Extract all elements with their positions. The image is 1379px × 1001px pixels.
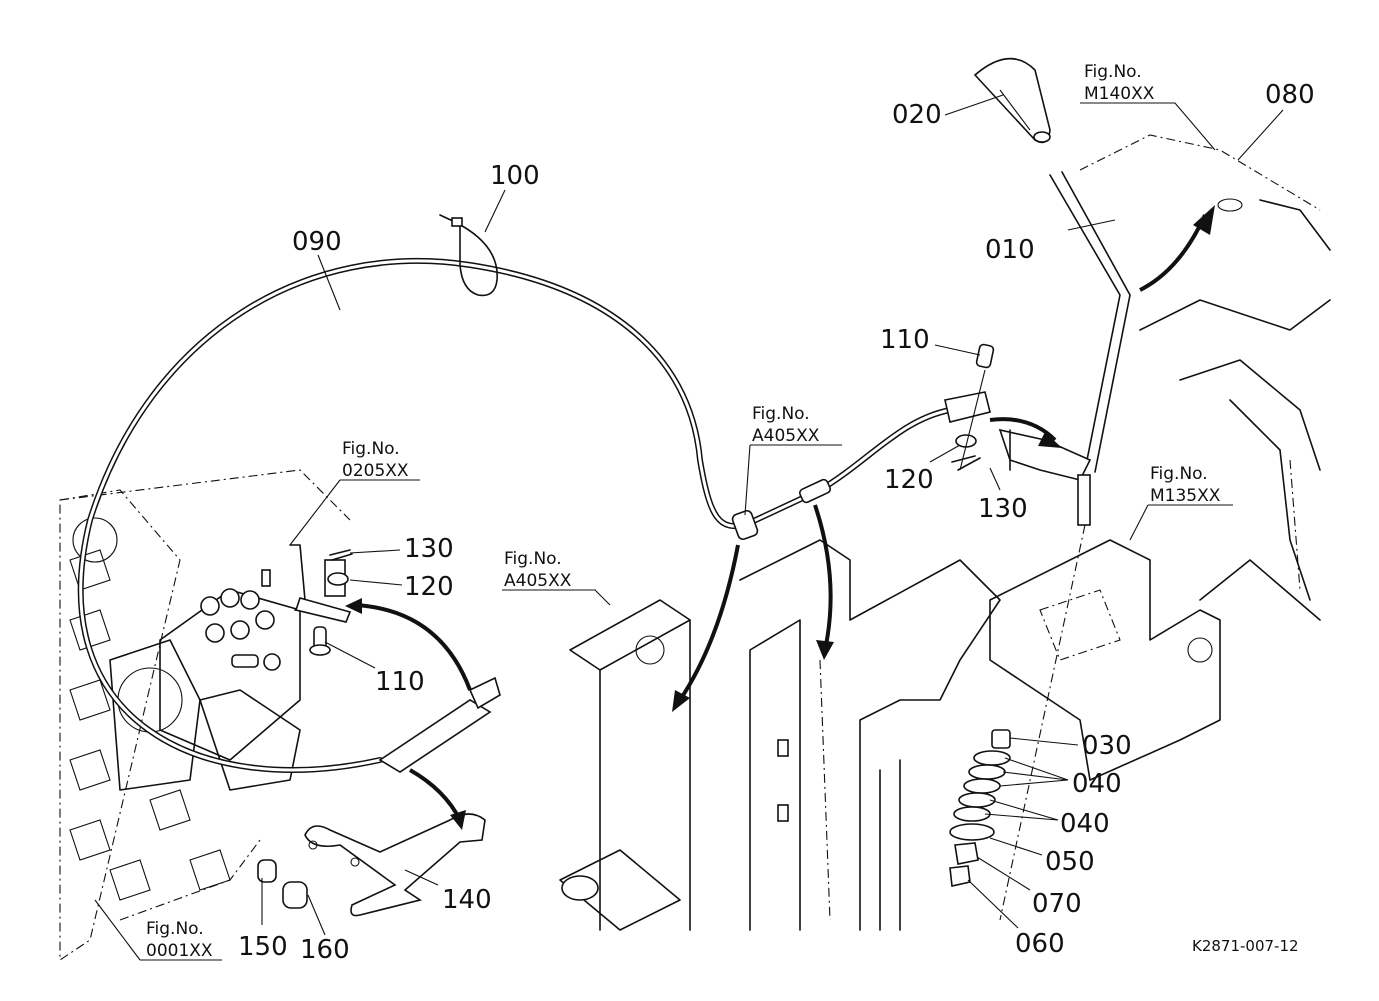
washer-stack <box>949 729 1011 887</box>
fig-ref-a405-cable[interactable]: Fig.No. A405XX <box>752 404 820 446</box>
frame-center-outline <box>739 539 1001 931</box>
callout-labels: 010 020 030 040 040 050 060 070 080 090 … <box>238 80 1315 965</box>
upper-clevis-hardware <box>951 343 995 471</box>
fig-ref-m135-prefix: Fig.No. <box>1150 464 1208 484</box>
callout-030[interactable]: 030 <box>1082 731 1132 761</box>
callout-060[interactable]: 060 <box>1015 929 1065 959</box>
fig-ref-0001[interactable]: Fig.No. 0001XX <box>146 919 213 961</box>
callout-070[interactable]: 070 <box>1032 889 1082 919</box>
fig-ref-a405-cable-prefix: Fig.No. <box>752 404 810 424</box>
callout-120-upper[interactable]: 120 <box>884 465 934 495</box>
callout-110-upper[interactable]: 110 <box>880 325 930 355</box>
callout-040-upper[interactable]: 040 <box>1072 769 1122 799</box>
callout-110-lower[interactable]: 110 <box>375 667 425 697</box>
callout-090[interactable]: 090 <box>292 227 342 257</box>
fig-ref-0001-prefix: Fig.No. <box>146 919 204 939</box>
callout-010[interactable]: 010 <box>985 235 1035 265</box>
callout-130-upper[interactable]: 130 <box>978 494 1028 524</box>
fig-ref-a405-frame-prefix: Fig.No. <box>504 549 562 569</box>
leader-lines <box>94 94 1284 961</box>
fender-m140-outline <box>1079 134 1331 601</box>
fig-ref-0001-code: 0001XX <box>146 941 213 961</box>
throttle-cable <box>77 257 991 773</box>
drawing-code: K2871-007-12 <box>1192 937 1299 955</box>
callout-130-lower[interactable]: 130 <box>404 534 454 564</box>
shift-lever <box>973 57 1131 921</box>
fig-ref-m140-prefix: Fig.No. <box>1084 62 1142 82</box>
cable-tie <box>439 214 498 297</box>
bracket-140 <box>257 813 486 917</box>
callout-080[interactable]: 080 <box>1265 80 1315 110</box>
callout-020[interactable]: 020 <box>892 100 942 130</box>
fig-ref-0205-prefix: Fig.No. <box>342 439 400 459</box>
figure-references: Fig.No. M140XX Fig.No. 0205XX Fig.No. A4… <box>146 62 1221 961</box>
fig-ref-0205[interactable]: Fig.No. 0205XX <box>342 439 409 481</box>
fig-ref-a405-frame-code: A405XX <box>504 571 572 591</box>
callout-140[interactable]: 140 <box>442 885 492 915</box>
motion-arrows <box>345 205 1215 830</box>
callout-150[interactable]: 150 <box>238 932 288 962</box>
frame-left-outline <box>559 599 691 931</box>
lower-clevis-hardware <box>309 549 353 656</box>
injection-pump <box>109 544 352 791</box>
fig-ref-m135[interactable]: Fig.No. M135XX <box>1150 464 1221 506</box>
callout-040-lower[interactable]: 040 <box>1060 809 1110 839</box>
callout-050[interactable]: 050 <box>1045 847 1095 877</box>
fig-ref-m140[interactable]: Fig.No. M140XX <box>1084 62 1155 104</box>
fig-ref-0205-code: 0205XX <box>342 461 409 481</box>
fig-ref-m140-code: M140XX <box>1084 84 1155 104</box>
bracket-m135-outline <box>989 539 1321 781</box>
callout-100[interactable]: 100 <box>490 161 540 191</box>
fig-ref-a405-cable-code: A405XX <box>752 426 820 446</box>
callout-160[interactable]: 160 <box>300 935 350 965</box>
fig-ref-m135-code: M135XX <box>1150 486 1221 506</box>
fig-ref-a405-frame[interactable]: Fig.No. A405XX <box>504 549 572 591</box>
callout-120-lower[interactable]: 120 <box>404 572 454 602</box>
